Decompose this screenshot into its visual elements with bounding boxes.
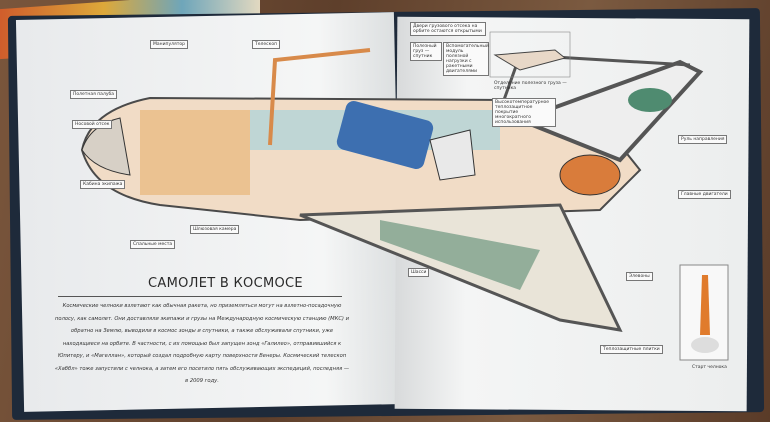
inset-frame	[489, 31, 571, 78]
launch-rocket	[700, 275, 710, 335]
satellite	[336, 101, 434, 169]
crew-cabin	[140, 110, 250, 195]
label: Вспомогательный модуль полезной нагрузки…	[443, 42, 489, 76]
label: Шлюзовая камера	[190, 225, 240, 234]
body-paragraph: Космические челноки взлетают как обычная…	[54, 303, 350, 384]
label: Старт челнока	[692, 365, 727, 370]
label: Телескоп	[252, 40, 281, 49]
wing-structure	[380, 220, 540, 290]
inset-shuttle	[493, 49, 567, 71]
label: Спальные места	[130, 240, 176, 249]
robotic-arm	[268, 48, 371, 146]
label: Носовой отсек	[72, 120, 113, 129]
payload-module	[429, 129, 476, 181]
label: Главные двигатели	[678, 190, 731, 199]
label: Руль направления	[678, 135, 728, 144]
title-rule	[58, 296, 342, 297]
label: Элевоны	[626, 272, 653, 281]
label: Полетная палуба	[70, 90, 118, 99]
nose-cone	[81, 117, 131, 176]
page-title: САМОЛЕТ В КОСМОСЕ	[148, 276, 303, 291]
label: Полезный груз — спутник	[410, 42, 442, 61]
main-engines	[559, 154, 621, 196]
tail-fin	[514, 59, 704, 163]
rudder	[628, 88, 672, 112]
label: Кабина экипажа	[80, 180, 126, 189]
launch-smoke	[691, 337, 719, 353]
label: Отделение полезного груза — спутника	[494, 81, 567, 91]
label: Шасси	[408, 268, 430, 277]
label: Двери грузового отсека на орбите остаютс…	[410, 22, 486, 36]
label: Манипулятор	[150, 40, 188, 49]
label: Теплозащитные плитки	[600, 345, 663, 354]
label: Высокотемпературное теплозащитное покрыт…	[492, 98, 556, 127]
